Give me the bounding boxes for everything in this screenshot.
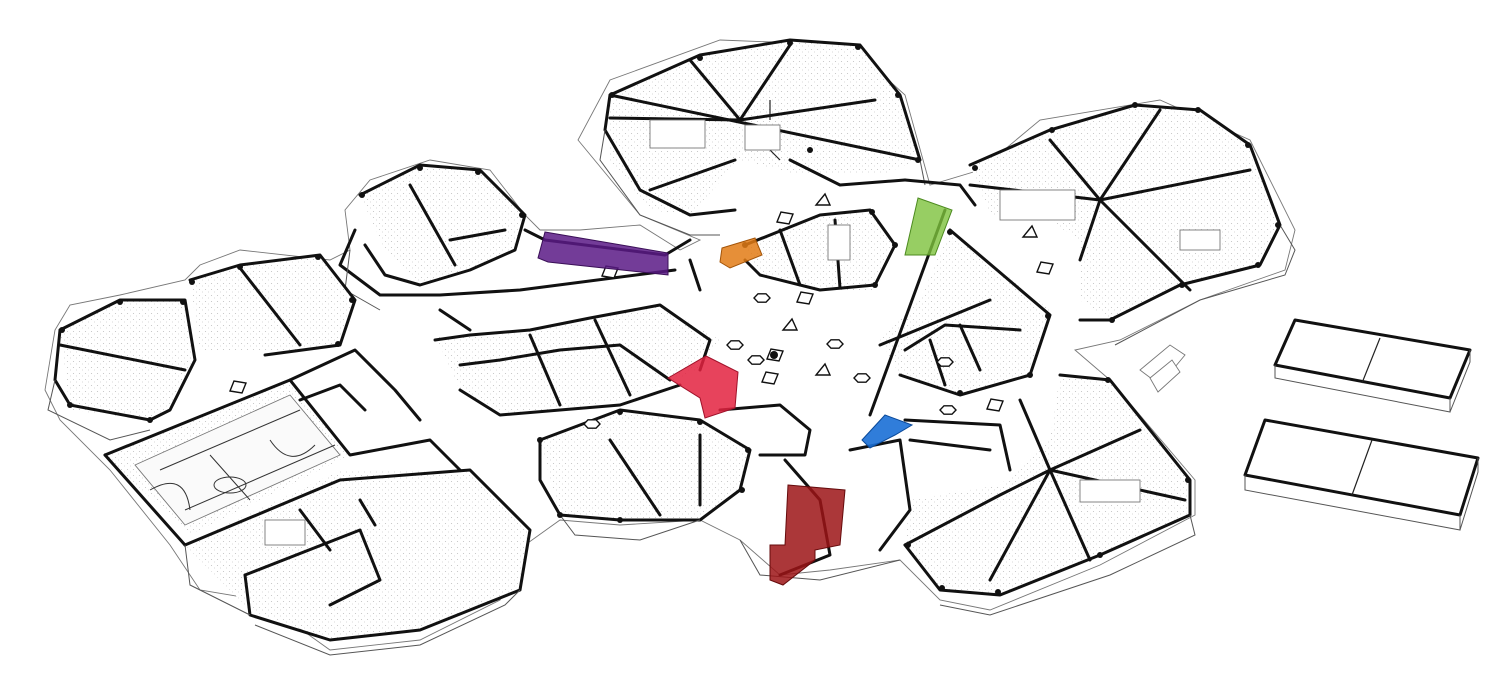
commons-pad (761, 371, 779, 385)
column-post (349, 297, 355, 303)
commons-hexagon (939, 405, 957, 415)
central-commons (229, 192, 1054, 429)
column-post (915, 157, 921, 163)
column-post (557, 512, 563, 518)
commons-triangle (814, 362, 832, 376)
column-post (745, 447, 751, 453)
column-post (1195, 107, 1201, 113)
column-post (59, 327, 65, 333)
purple-connector (537, 231, 669, 276)
commons-hexagon (853, 373, 871, 383)
west-middle-wing (433, 303, 720, 417)
gymnasium (103, 348, 462, 547)
column-post (872, 282, 878, 288)
commons-hexagon (583, 419, 601, 429)
column-post (609, 92, 615, 98)
column-post (1185, 477, 1191, 483)
column-post (807, 147, 813, 153)
column-post (895, 92, 901, 98)
column-post (1255, 262, 1261, 268)
column-post (537, 437, 543, 443)
commons-pad (986, 398, 1004, 412)
column-post (697, 419, 703, 425)
column-post (180, 299, 186, 305)
commons-triangle (1021, 224, 1039, 238)
column-post (67, 402, 73, 408)
column-post (1097, 552, 1103, 558)
column-post (957, 390, 963, 396)
commons-triangle (814, 192, 832, 206)
column-post (1245, 142, 1251, 148)
column-post (147, 417, 153, 423)
darkred-entrance (769, 484, 846, 586)
column-post (869, 209, 875, 215)
column-post (617, 517, 623, 523)
north-classroom-cluster (599, 38, 926, 236)
detached-pavilions (1243, 318, 1480, 531)
commons-pad (776, 211, 794, 225)
column-post (117, 299, 123, 305)
column-post (315, 254, 321, 260)
column-post (972, 165, 978, 171)
column-post (519, 212, 525, 218)
commons-marker (770, 351, 778, 359)
column-posts (59, 40, 1281, 595)
column-post (1049, 127, 1055, 133)
column-post (1275, 222, 1281, 228)
column-post (995, 589, 1001, 595)
commons-hexagon (826, 339, 844, 349)
red-connector (667, 355, 739, 419)
column-post (939, 585, 945, 591)
southwest-admin-block (183, 468, 532, 656)
column-post (855, 44, 861, 50)
column-post (617, 409, 623, 415)
commons-triangle (781, 317, 799, 331)
column-post (1179, 282, 1185, 288)
central-inner-wing (743, 208, 897, 292)
column-post (905, 542, 911, 548)
column-post (947, 229, 953, 235)
southeast-classroom-cluster (903, 373, 1196, 616)
south-central-wing (538, 403, 812, 541)
commons-hexagon (753, 293, 771, 303)
west-classroom-cluster (47, 253, 357, 441)
east-classroom-cluster (968, 103, 1296, 346)
commons-pad (1036, 261, 1054, 275)
blue-connector (861, 414, 914, 449)
column-post (1132, 102, 1138, 108)
column-post (697, 55, 703, 61)
commons-hexagon (747, 355, 765, 365)
column-post (335, 341, 341, 347)
northwest-classroom-cluster (338, 163, 677, 311)
column-post (892, 242, 898, 248)
commons-pad (796, 291, 814, 305)
column-post (739, 487, 745, 493)
commons-pad (229, 380, 247, 394)
orange-connector (719, 237, 763, 269)
column-post (1027, 372, 1033, 378)
column-post (237, 264, 243, 270)
column-post (475, 169, 481, 175)
east-entry-ramp (1139, 344, 1186, 393)
column-post (787, 40, 793, 46)
commons-hexagon (726, 340, 744, 350)
column-post (1109, 317, 1115, 323)
commons-hexagon (936, 357, 954, 367)
column-post (1045, 313, 1051, 319)
highlighted-connectors (537, 197, 953, 586)
column-post (189, 279, 195, 285)
column-post (1105, 377, 1111, 383)
column-post (359, 192, 365, 198)
green-connector (904, 197, 953, 256)
column-post (417, 165, 423, 171)
